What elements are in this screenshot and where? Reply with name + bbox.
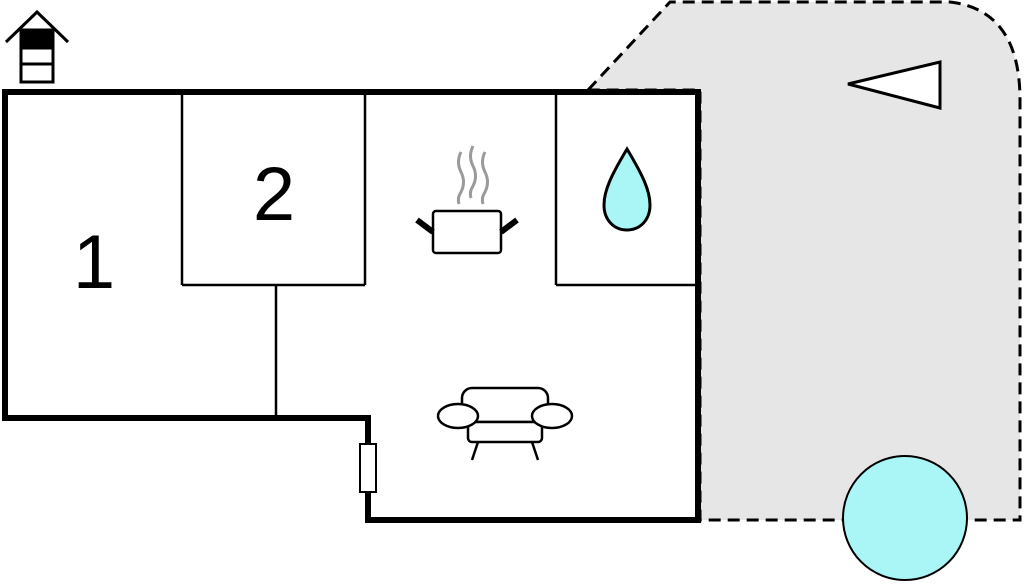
water-drop-icon [602, 146, 652, 232]
cooking-pot-icon [415, 145, 519, 255]
terrace-area [584, 0, 1022, 522]
triangle-icon [847, 60, 942, 110]
room-2-label: 2 [253, 152, 295, 237]
outer-wall [2, 89, 701, 523]
door-icon [359, 443, 377, 493]
room-1-label: 1 [73, 220, 115, 305]
pool-icon [842, 455, 968, 581]
interior-walls [180, 92, 698, 418]
bunk-bed-icon [4, 9, 70, 84]
sofa-icon [436, 386, 574, 461]
